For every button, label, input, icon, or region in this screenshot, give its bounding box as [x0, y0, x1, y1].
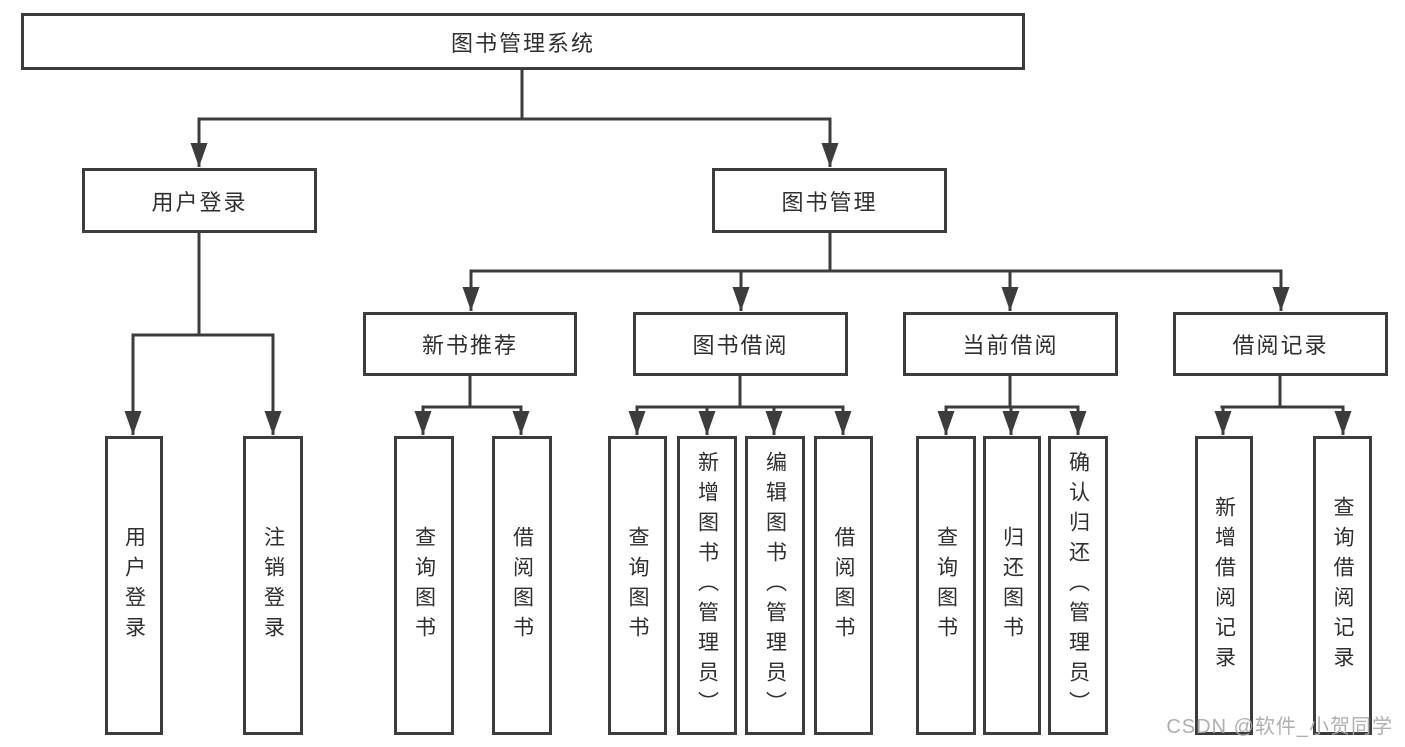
- node-current-borrow-label: 当前借阅: [962, 333, 1059, 358]
- leaf-logout-login: 注销登录: [243, 436, 303, 735]
- edges-borrow-record-to-leaves: [1214, 375, 1352, 435]
- leaf-br-query-record: 查询借阅记录: [1313, 436, 1372, 735]
- leaf-cb-confirm-return-admin: 确认归还（管理员）: [1048, 436, 1108, 735]
- node-user-login-label: 用户登录: [151, 189, 248, 215]
- edges-current-borrow-to-leaves: [937, 375, 1087, 435]
- leaf-bb-add-books-admin-label: 新增图书（管理员）: [695, 450, 719, 721]
- leaf-bb-query-books: 查询图书: [608, 436, 667, 735]
- leaf-logout-login-label: 注销登录: [261, 525, 285, 646]
- node-book-borrow-label: 图书借阅: [692, 333, 789, 358]
- node-new-book-rec: 新书推荐: [363, 312, 577, 376]
- node-borrow-record-label: 借阅记录: [1232, 333, 1329, 358]
- node-current-borrow: 当前借阅: [903, 312, 1118, 376]
- leaf-cb-query-books: 查询图书: [916, 436, 976, 735]
- leaf-bb-edit-books-admin: 编辑图书（管理员）: [745, 436, 805, 735]
- leaf-bb-borrow-books: 借阅图书: [814, 436, 873, 735]
- leaf-br-add-record: 新增借阅记录: [1195, 436, 1253, 735]
- node-book-borrow: 图书借阅: [633, 312, 848, 376]
- leaf-nbr-query-books-label: 查询图书: [412, 525, 436, 646]
- leaf-user-login: 用户登录: [105, 436, 163, 735]
- leaf-br-add-record-label: 新增借阅记录: [1212, 495, 1236, 676]
- edges-root-to-level2: [190, 69, 839, 167]
- leaf-bb-edit-books-admin-label: 编辑图书（管理员）: [763, 450, 787, 721]
- node-user-login: 用户登录: [82, 168, 317, 233]
- node-book-mgmt-label: 图书管理: [781, 189, 878, 215]
- csdn-watermark: CSDN @软件_小贺同学: [1166, 716, 1393, 738]
- leaf-cb-confirm-return-admin-label: 确认归还（管理员）: [1066, 450, 1090, 721]
- leaf-cb-query-books-label: 查询图书: [934, 525, 958, 646]
- leaf-br-query-record-label: 查询借阅记录: [1331, 495, 1354, 676]
- edges-new-book-rec-to-leaves: [414, 375, 530, 435]
- leaf-cb-return-books-label: 归还图书: [1000, 525, 1024, 646]
- leaf-nbr-borrow-books-label: 借阅图书: [510, 525, 534, 646]
- node-book-mgmt: 图书管理: [712, 168, 947, 233]
- leaf-bb-borrow-books-label: 借阅图书: [832, 525, 855, 646]
- node-borrow-record: 借阅记录: [1173, 312, 1388, 376]
- node-root-label: 图书管理系统: [450, 30, 595, 56]
- leaf-bb-query-books-label: 查询图书: [626, 525, 649, 646]
- node-root: 图书管理系统: [21, 13, 1025, 70]
- edges-book-mgmt-to-level3: [462, 232, 1290, 311]
- node-new-book-rec-label: 新书推荐: [421, 333, 518, 358]
- leaf-cb-return-books: 归还图书: [983, 436, 1041, 735]
- edges-user-login-to-leaves: [124, 232, 282, 435]
- edges-book-borrow-to-leaves: [628, 375, 852, 435]
- leaf-nbr-borrow-books: 借阅图书: [492, 436, 552, 735]
- leaf-nbr-query-books: 查询图书: [394, 436, 454, 735]
- leaf-bb-add-books-admin: 新增图书（管理员）: [677, 436, 737, 735]
- leaf-user-login-label: 用户登录: [122, 525, 146, 646]
